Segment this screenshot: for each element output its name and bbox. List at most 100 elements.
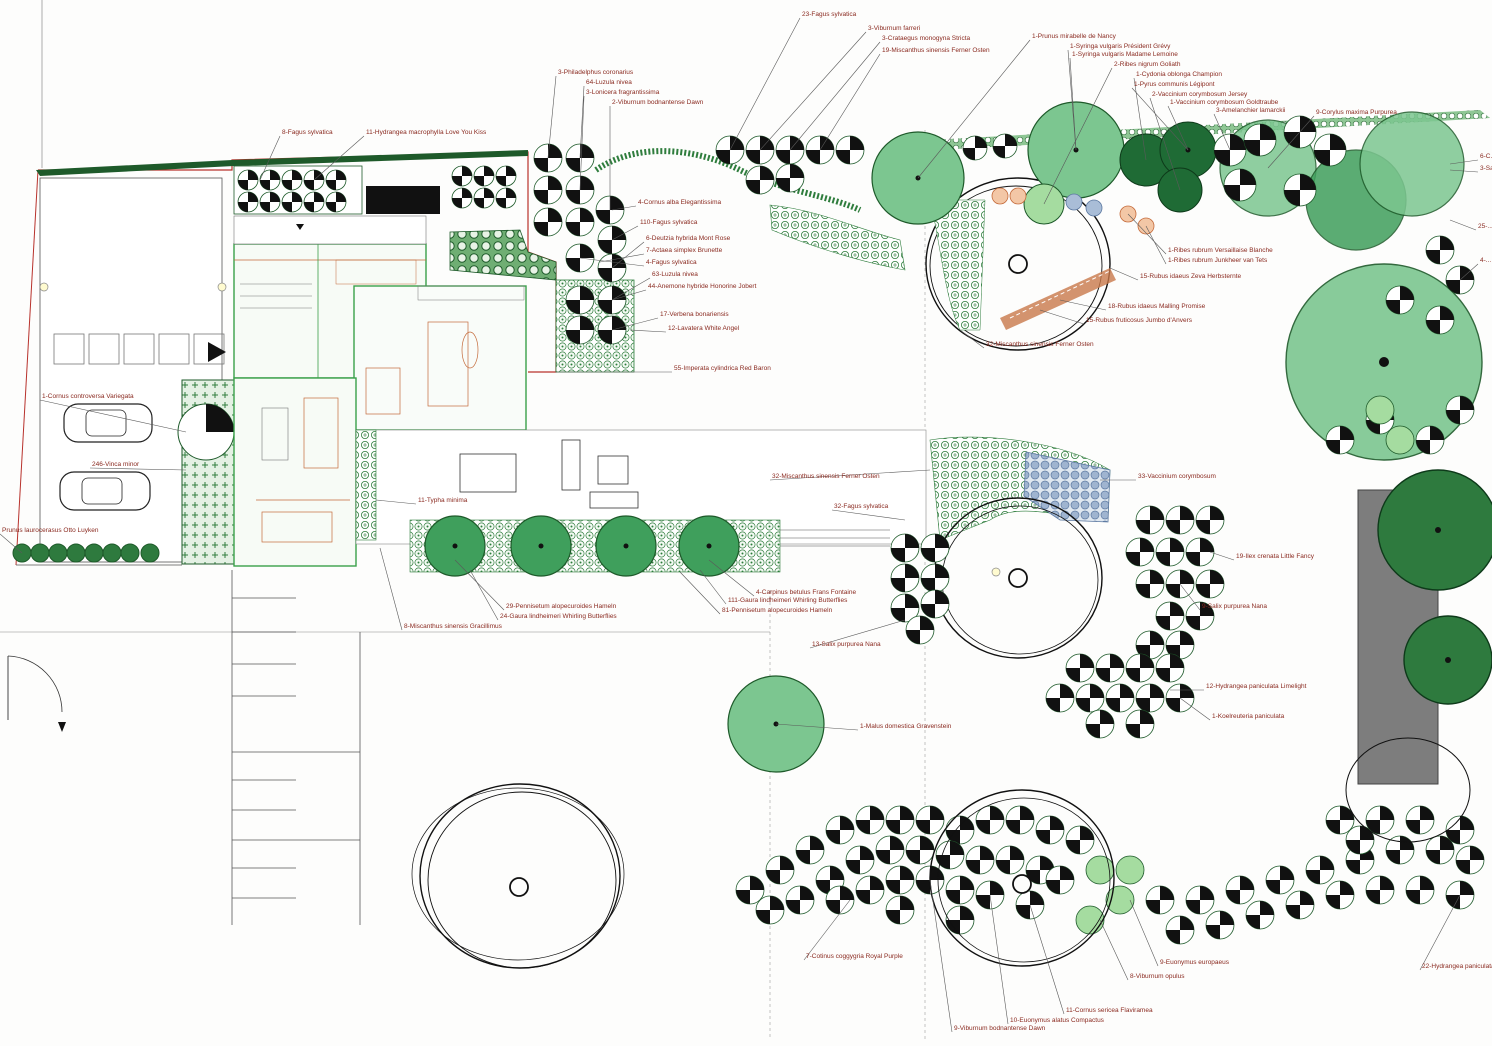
shrub-symbol xyxy=(855,875,885,905)
label-leader xyxy=(1129,899,1159,967)
label-leader xyxy=(39,399,187,433)
plant-label: 7-Actaea simplex Brunette xyxy=(646,247,723,254)
shrub-symbol xyxy=(890,593,920,623)
shrub-symbol xyxy=(1045,683,1075,713)
shrub-symbol xyxy=(885,865,915,895)
label-leader xyxy=(699,569,727,605)
plant-label: 55-Imperata cylindrica Red Baron xyxy=(674,365,771,372)
label-leader xyxy=(1459,263,1479,281)
plant-label: 44-Anemone hybride Honorine Jobert xyxy=(648,283,757,290)
label-leader xyxy=(599,253,645,263)
shrub-symbol xyxy=(1223,168,1257,202)
shrub-symbol xyxy=(1135,630,1165,660)
label-leader xyxy=(454,559,505,611)
garden-path xyxy=(594,148,862,213)
plant-label: 1-Prunus mirabelle de Nancy xyxy=(1032,33,1117,40)
shrub-symbol xyxy=(1345,845,1375,875)
plant-label: 2-Viburnum bodnantense Dawn xyxy=(612,99,704,106)
shrub-symbol xyxy=(1135,683,1165,713)
shrub-symbol xyxy=(1205,910,1235,940)
shrub-symbol xyxy=(1365,805,1395,835)
plant-label: 19-Ilex crenata Little Fancy xyxy=(1236,553,1315,560)
plant-label: 25-... xyxy=(1478,223,1492,230)
fruit-trees xyxy=(871,101,1217,225)
shrub-clusters xyxy=(237,115,1485,945)
plant-label: 11-Typha minima xyxy=(418,497,468,504)
label-leader xyxy=(989,894,1009,1025)
koelreuteria-outline xyxy=(411,783,625,969)
shrub-light xyxy=(1365,395,1395,425)
shrub-symbol xyxy=(1005,805,1035,835)
shrub-symbol xyxy=(1145,885,1175,915)
label-leader xyxy=(1149,97,1181,191)
label-leader xyxy=(1267,115,1315,169)
plant-label: 2-Ribes nigrum Goliath xyxy=(1114,61,1181,68)
shrub-symbol xyxy=(1135,505,1165,535)
shrub-symbol xyxy=(533,207,563,237)
shrub-symbol xyxy=(1305,855,1335,885)
shrub-symbol xyxy=(715,135,745,165)
shrub-symbol xyxy=(975,805,1005,835)
plant-label: 32-Miscanthus sinensis Ferner Osten xyxy=(986,341,1094,348)
shrub-symbol xyxy=(945,815,975,845)
shrub-symbol xyxy=(855,805,885,835)
shrub-symbol xyxy=(1085,709,1115,739)
shrub-symbol xyxy=(945,905,975,935)
shrub-symbol xyxy=(1225,875,1255,905)
label-leader xyxy=(1069,57,1077,151)
label-leader xyxy=(1131,87,1189,151)
label-leader xyxy=(1133,77,1147,161)
plant-label: 110-Fagus sylvatica xyxy=(640,219,698,226)
shrub-symbol xyxy=(845,845,875,875)
plant-label: 1-Ribes rubrum Versaillaise Blanche xyxy=(1168,247,1273,254)
shrub-symbol xyxy=(1415,425,1445,455)
shrub-symbol xyxy=(1015,890,1045,920)
plant-label: 23-Fagus sylvatica xyxy=(802,11,857,18)
plant-label: 63-Luzula nivea xyxy=(652,271,698,278)
label-leader xyxy=(469,569,499,621)
label-leader xyxy=(1039,309,1085,325)
label-leader xyxy=(1043,67,1113,205)
plant-label: 9-Corylus maxima Purpurea xyxy=(1316,109,1397,116)
plant-label: 13-Salix purpurea Nana xyxy=(812,641,881,648)
label-leader xyxy=(1449,159,1479,165)
shrub-symbol xyxy=(775,163,805,193)
plant-label: 9-Viburnum bodnantense Dawn xyxy=(954,1025,1046,1032)
shrub-light xyxy=(1385,425,1415,455)
shrub-symbol xyxy=(1445,395,1475,425)
shrub-symbol xyxy=(1313,133,1347,167)
shrub-symbol xyxy=(1425,235,1455,265)
shrub-symbol xyxy=(451,165,473,187)
label-leader xyxy=(579,257,645,267)
plant-label: 8-Miscanthus sinensis Gracillimus xyxy=(404,623,503,630)
plant-label: 3-Viburnum farreri xyxy=(868,25,920,32)
label-leader xyxy=(1209,551,1235,561)
shrub-symbol xyxy=(785,885,815,915)
label-leader xyxy=(611,317,659,331)
shrub-symbol xyxy=(1125,537,1155,567)
plant-label: 246-Vinca minor xyxy=(92,461,140,468)
car-bottom xyxy=(59,471,151,511)
label-leader xyxy=(1179,697,1211,721)
shrub-symbol xyxy=(920,533,950,563)
house-floorplan xyxy=(233,215,527,567)
plant-label: 18-Rubus idaeus Malling Promise xyxy=(1108,303,1206,310)
label-leader xyxy=(611,289,647,301)
label-leader xyxy=(579,95,585,191)
shrub-symbol xyxy=(825,815,855,845)
plant-label: 1-Pyrus communis Légipont xyxy=(1134,81,1215,88)
shrub-symbol xyxy=(281,169,303,191)
shrub-symbol xyxy=(1455,845,1485,875)
shrub-light xyxy=(1115,855,1145,885)
shrub-symbol xyxy=(1405,805,1435,835)
shrub-symbol xyxy=(1325,805,1355,835)
shrub-light xyxy=(1105,885,1135,915)
shrub-symbol xyxy=(1165,630,1195,660)
shrub-symbol xyxy=(992,133,1018,159)
plant-label: 19-Miscanthus sinensis Ferner Osten xyxy=(882,47,990,54)
cornus-controversa-tree xyxy=(177,403,235,461)
shrub-symbol xyxy=(1245,900,1275,930)
shrub-symbol xyxy=(920,563,950,593)
plant-label: 29-Pennisetum alopecuroides Hameln xyxy=(506,603,617,610)
